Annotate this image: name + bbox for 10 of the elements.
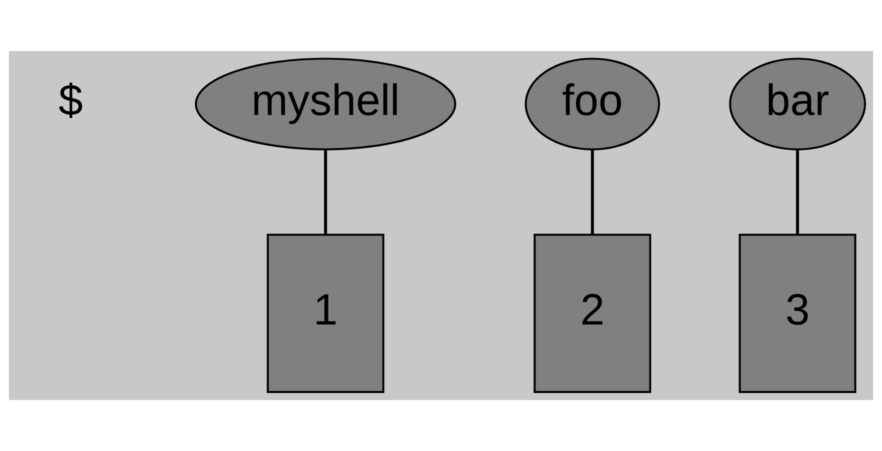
label: $: [58, 76, 83, 126]
node-box: 1: [266, 234, 384, 394]
connector: [324, 150, 328, 235]
node-ellipse: foo: [524, 58, 660, 150]
node-box: 2: [534, 234, 652, 394]
connector: [590, 150, 594, 235]
node-box: 3: [738, 234, 856, 394]
connector: [796, 150, 800, 235]
node-ellipse: bar: [729, 58, 866, 150]
node-ellipse: myshell: [194, 58, 456, 150]
